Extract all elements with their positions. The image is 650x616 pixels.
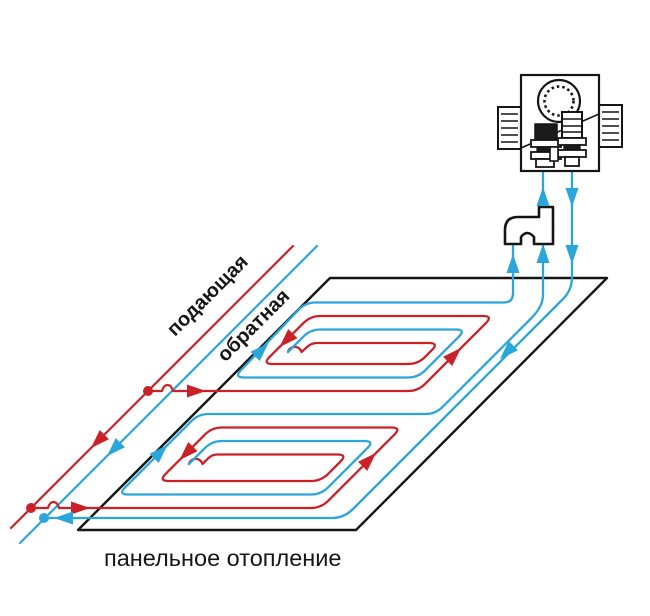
- flow-arrow: [106, 438, 125, 457]
- lower-heating-circuit: [116, 170, 545, 510]
- flow-arrow: [506, 254, 520, 273]
- flow-arrow: [279, 329, 298, 348]
- lower-circuit-supply-coil: [116, 426, 399, 510]
- flow-arrow: [187, 384, 206, 398]
- upper-circuit-feed: [146, 383, 224, 393]
- riser-pipes: [9, 244, 319, 545]
- drain-faucet-icon: [503, 205, 555, 246]
- upper-circuit-supply-coil: [220, 314, 490, 393]
- flow-arrow: [90, 430, 109, 449]
- pipe-junction-dot: [143, 386, 153, 396]
- flow-arrow: [54, 511, 73, 525]
- supply-riser-line: [9, 244, 295, 530]
- flow-arrow: [358, 452, 377, 471]
- flow-arrow: [499, 341, 518, 360]
- flow-arrow: [536, 187, 550, 206]
- heating-panel-outline: [76, 276, 609, 532]
- upper-heating-circuit: [220, 244, 515, 393]
- heating-panel: [76, 276, 609, 532]
- pipe-junction-dot: [39, 513, 49, 523]
- branch-pipes: [29, 383, 224, 510]
- flow-arrow: [565, 188, 579, 207]
- upper-circuit-return-coil: [236, 244, 515, 379]
- flow-arrows: [54, 187, 579, 525]
- flow-arrow: [179, 442, 198, 461]
- flow-arrow: [565, 245, 579, 264]
- flow-arrow: [149, 444, 168, 463]
- unit-outlet-pipe: [46, 170, 574, 520]
- flow-arrow: [536, 244, 550, 263]
- pipe-junction-dot: [26, 503, 36, 513]
- return-riser-line: [18, 244, 319, 545]
- flow-arrow: [250, 342, 269, 361]
- lower-circuit-feed: [29, 500, 120, 510]
- flow-arrow: [71, 501, 90, 515]
- panel-heating-caption: панельное отопление: [104, 545, 341, 571]
- thermostatic-mixing-unit-icon: [497, 73, 623, 173]
- pipe-junctions: [26, 386, 153, 523]
- flow-arrow: [443, 347, 462, 366]
- lower-circuit-return-coil: [121, 170, 545, 496]
